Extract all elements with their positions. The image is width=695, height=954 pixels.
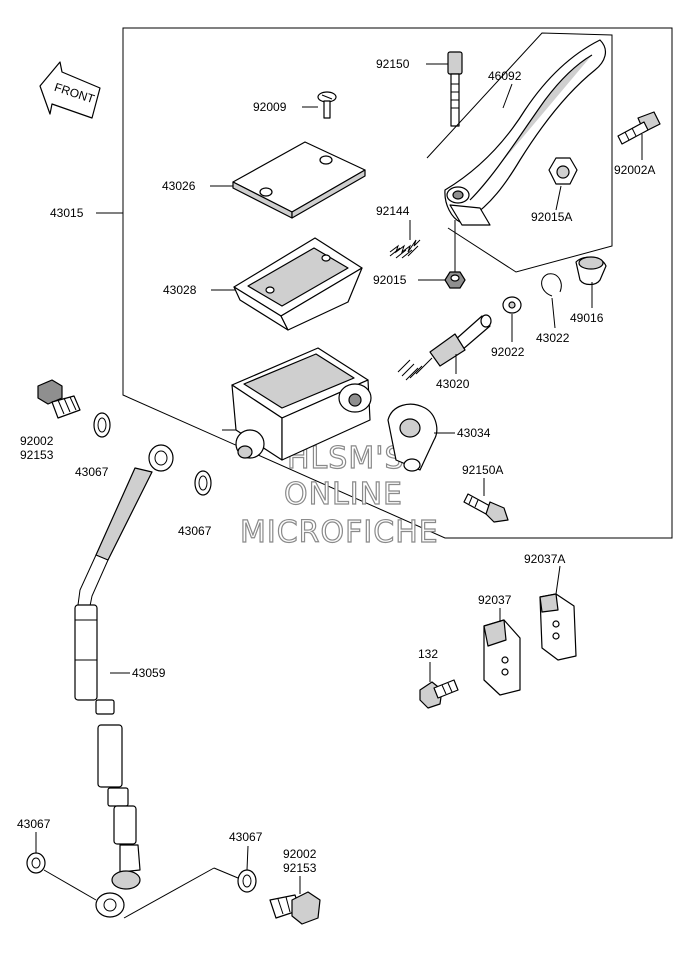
label-92009: 92009: [253, 100, 287, 114]
label-92022: 92022: [491, 345, 525, 359]
bracket-92037A-icon: [539, 593, 577, 661]
label-43067-d: 43067: [229, 830, 263, 844]
front-arrow-icon: FRONT: [39, 61, 101, 119]
banjo-bolt-bottom-icon: [269, 891, 321, 925]
screw-92009-icon: [317, 91, 337, 119]
label-43028: 43028: [163, 283, 197, 297]
label-43026: 43026: [162, 179, 196, 193]
master-cylinder-body-icon: [222, 347, 372, 461]
watermark: HLSM'S ONLINE MICROFICHE: [239, 440, 439, 550]
label-92144: 92144: [376, 204, 410, 218]
bolt-92150A-icon: [463, 493, 509, 523]
washer-43067-d-icon: [237, 869, 257, 893]
label-49016: 49016: [570, 311, 604, 325]
boot-49016-icon: [575, 256, 607, 286]
nut-92015-icon: [444, 271, 466, 289]
circlip-43022-icon: [541, 273, 562, 297]
washer-43067-c-icon: [26, 852, 46, 874]
part-labels: 43015 92150 46092 92009 43026 92002A 921…: [17, 57, 655, 875]
label-92015A: 92015A: [531, 210, 572, 224]
brake-hose-43059-icon: [74, 444, 174, 918]
bolt-92002A-icon: [617, 111, 661, 145]
label-92002A: 92002A: [614, 163, 655, 177]
assembly-frame: [122, 27, 673, 539]
clamp-43034-icon: [387, 403, 438, 472]
label-43015: 43015: [50, 206, 84, 220]
piston-kit-43020-icon: [397, 314, 492, 381]
reservoir-cap-43026-icon: [232, 141, 366, 219]
watermark-line-2: ONLINE: [284, 477, 403, 512]
label-43067-b: 43067: [178, 524, 212, 538]
washer-43067-b-icon: [194, 470, 212, 496]
label-46092: 46092: [488, 69, 522, 83]
label-92002-bottom: 92002: [283, 847, 317, 861]
label-43067-c: 43067: [17, 817, 51, 831]
bolt-92150-icon: [447, 51, 463, 127]
washer-92022-icon: [502, 296, 522, 314]
banjo-bolt-top-icon: [37, 379, 81, 419]
label-92150A: 92150A: [462, 463, 503, 477]
label-92037: 92037: [478, 593, 512, 607]
washer-43067-a-icon: [93, 412, 111, 438]
label-43067-a: 43067: [75, 465, 109, 479]
label-92015: 92015: [373, 273, 407, 287]
label-43020: 43020: [436, 377, 470, 391]
label-43034: 43034: [457, 426, 491, 440]
label-43059: 43059: [132, 666, 166, 680]
lever-46092-icon: [426, 32, 613, 273]
watermark-line-3: MICROFICHE: [240, 515, 439, 550]
label-43022: 43022: [536, 331, 570, 345]
nut-92015A-icon: [548, 157, 578, 185]
diaphragm-43028-icon: [233, 237, 363, 331]
label-132: 132: [418, 647, 438, 661]
leader-lines: [35, 63, 643, 919]
label-92002-top: 92002: [20, 434, 54, 448]
label-92150: 92150: [376, 57, 410, 71]
label-92153-top: 92153: [20, 448, 54, 462]
bracket-92037-icon: [483, 619, 521, 696]
spring-92144-icon: [389, 239, 421, 259]
label-92153-bottom: 92153: [283, 861, 317, 875]
label-92037A: 92037A: [524, 552, 565, 566]
bolt-132-icon: [419, 679, 459, 709]
